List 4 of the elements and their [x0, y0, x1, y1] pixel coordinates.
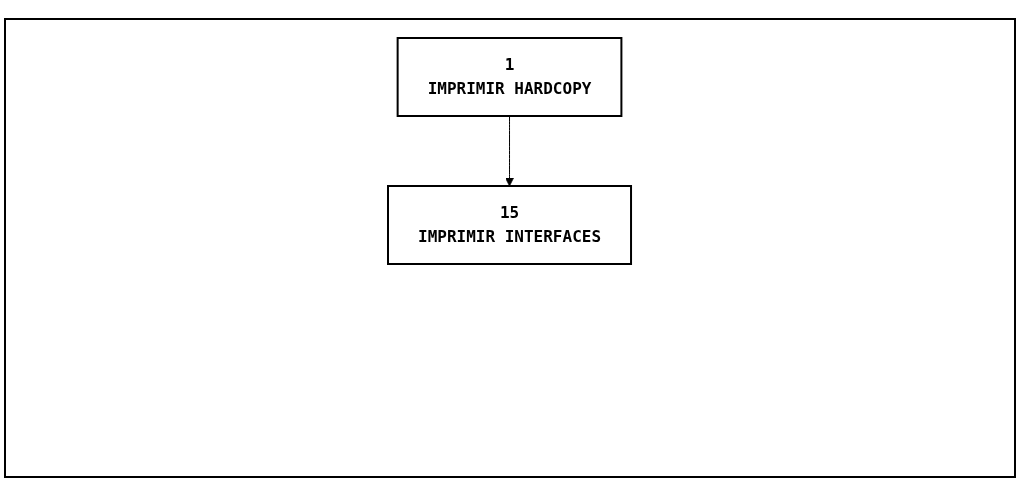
node-box	[397, 37, 623, 117]
page-frame: 1 IMPRIMIR HARDCOPY 15 IMPRIMIR INTERFACES	[4, 18, 1016, 478]
arrow	[505, 115, 515, 187]
node-box	[387, 185, 633, 265]
